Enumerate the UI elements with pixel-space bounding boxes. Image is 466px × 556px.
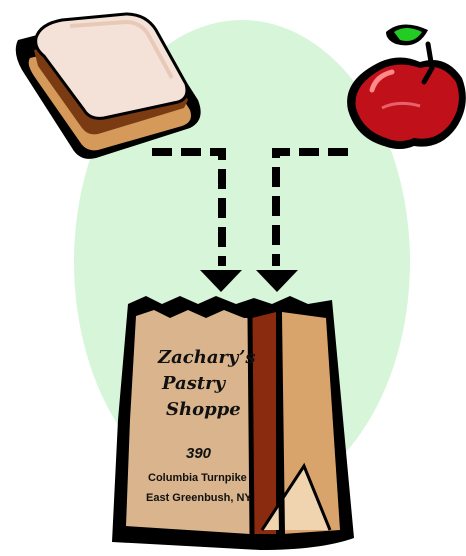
left-arrowhead	[200, 270, 242, 292]
right-arrow-line	[272, 148, 348, 266]
bag-brand-line-1: Zachary’s	[157, 347, 256, 368]
dashed-arrow-icon	[152, 148, 348, 266]
right-arrowhead	[256, 270, 298, 292]
paper-bag-icon: Zachary’s Pastry Shoppe 390 Columbia Tur…	[112, 296, 354, 550]
bag-brand-line-2: Pastry	[161, 373, 227, 394]
sandwich-icon	[15, 12, 201, 159]
bag-address-number: 390	[186, 445, 212, 462]
bag-address-street: Columbia Turnpike	[148, 472, 247, 484]
bag-brand-line-3: Shoppe	[166, 399, 241, 420]
left-arrow-line	[152, 148, 226, 266]
apple-icon	[347, 24, 466, 149]
bag-address-city: East Greenbush, NY	[146, 492, 252, 504]
